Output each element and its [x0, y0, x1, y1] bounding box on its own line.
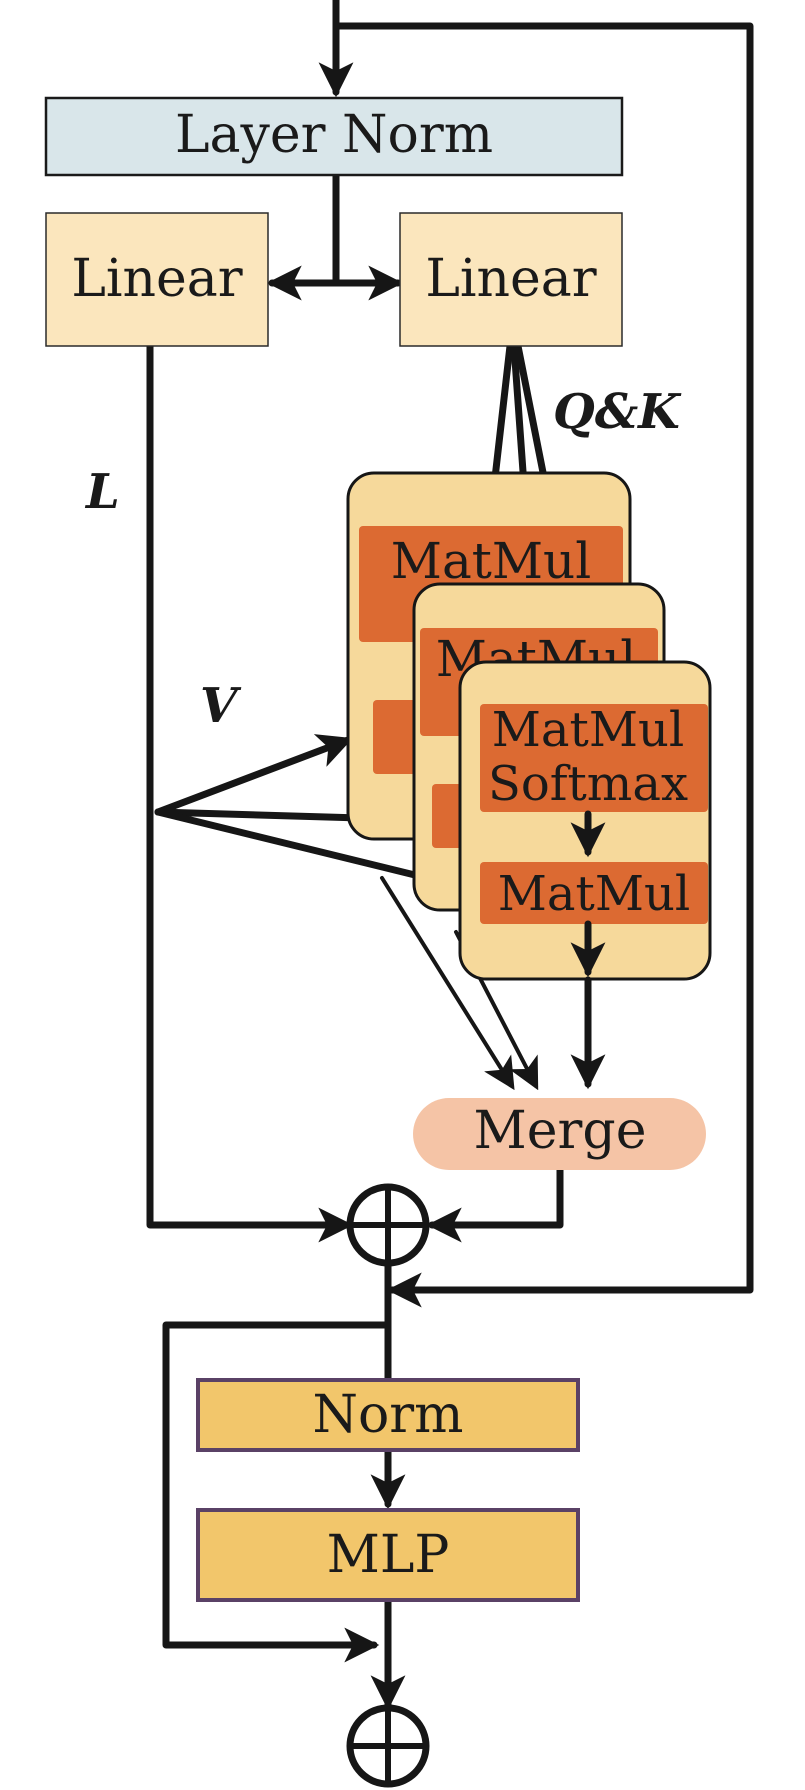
l-label: L [84, 464, 120, 520]
residual-path-left [162, 1321, 392, 1663]
front-head-matmul-label: MatMul [498, 866, 690, 922]
svg-text:Softmax: Softmax [488, 756, 688, 812]
layer-norm-label: Layer Norm [175, 105, 493, 165]
front-head-matmul-box [480, 862, 708, 924]
svg-text:MatMul: MatMul [391, 532, 592, 590]
linear-right-label: Linear [425, 249, 596, 309]
back-head-to-merge [380, 876, 515, 1091]
residual-path-right [332, 22, 754, 1308]
linear-left-label: Linear [71, 249, 242, 309]
linear-right-block: Linear [399, 212, 623, 347]
merge-to-adder [426, 1166, 564, 1243]
back-head-line1: MatMul [391, 532, 592, 590]
linear-left-block: Linear [45, 212, 269, 347]
front-head-matmul-softmax [480, 704, 708, 812]
v-arrow-back-head [154, 734, 353, 816]
qk-label: Q&K [553, 384, 682, 440]
v-label: V [200, 678, 242, 734]
svg-text:MatMul: MatMul [492, 702, 684, 758]
merge-block: Merge [413, 1098, 706, 1170]
layer-norm-block: Layer Norm [44, 96, 624, 177]
l-path [146, 342, 354, 1243]
merge-label: Merge [474, 1101, 647, 1161]
plus-circle-icon [346, 1704, 430, 1788]
norm-block: Norm [196, 1378, 580, 1452]
norm-label: Norm [313, 1385, 464, 1445]
mlp-block: MLP [196, 1508, 580, 1602]
plus-circle-icon [346, 1183, 430, 1267]
front-head-line1: MatMul [492, 702, 684, 758]
mlp-label: MLP [327, 1525, 450, 1585]
front-head-line2: Softmax [488, 756, 688, 812]
